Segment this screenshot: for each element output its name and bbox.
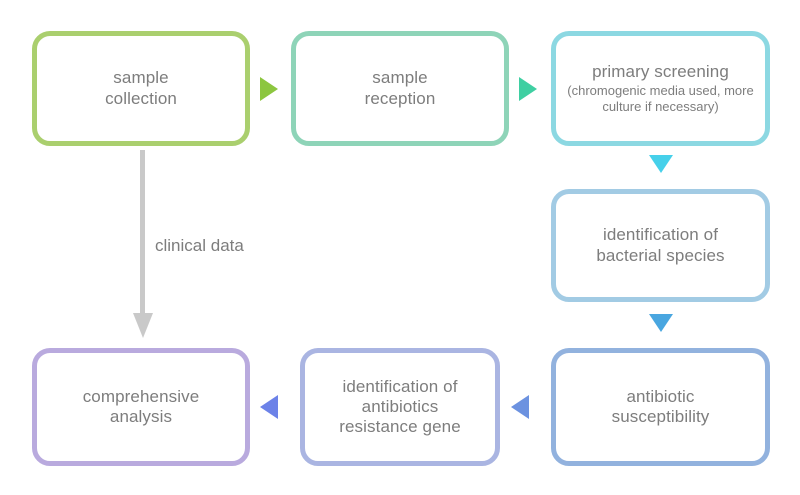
arrow-identification-to-susceptibility [649,314,673,332]
node-resistance-gene-line1: identification of [342,376,458,396]
clinical-data-arrow-head [133,313,153,338]
node-sample-reception[interactable]: sample reception [291,31,509,146]
arrow-clinical-data [133,150,153,340]
node-identification-bacteria-line2: bacterial species [596,245,725,265]
node-sample-collection-line1: sample [113,68,169,88]
clinical-data-arrow-stem [140,150,145,315]
node-resistance-gene-line3: resistance gene [339,417,461,437]
node-resistance-gene-line2: antibiotics [361,396,439,416]
node-primary-screening[interactable]: primary screening (chromogenic media use… [551,31,770,146]
node-primary-screening-subtitle: (chromogenic media used, more culture if… [567,83,754,115]
arrow-screening-to-identification [649,155,673,173]
node-identification-bacteria-line1: identification of [602,225,719,245]
clinical-data-label: clinical data [155,236,244,255]
node-antibiotic-susceptibility[interactable]: antibiotic susceptibility [551,348,770,466]
node-antibiotic-susceptibility-line2: susceptibility [611,407,710,426]
node-sample-reception-line1: sample [372,68,428,88]
node-primary-screening-title: primary screening [592,62,729,82]
node-sample-reception-line2: reception [364,88,436,108]
arrow-collection-to-reception [260,77,278,101]
node-sample-collection-line2: collection [105,88,177,108]
node-comprehensive-analysis-line1: comprehensive [82,386,200,406]
node-comprehensive-analysis[interactable]: comprehensive analysis [32,348,250,466]
node-sample-collection[interactable]: sample collection [32,31,250,146]
arrow-reception-to-screening [519,77,537,101]
node-antibiotic-susceptibility-line1: antibiotic [626,386,695,406]
arrow-susceptibility-to-resistance-gene [511,395,529,419]
arrow-resistance-gene-to-analysis [260,395,278,419]
node-comprehensive-analysis-line2: analysis [109,407,173,426]
node-identification-of-antibiotics-resistance-gene[interactable]: identification of antibiotics resistance… [300,348,500,466]
node-identification-of-bacterial-species[interactable]: identification of bacterial species [551,189,770,302]
